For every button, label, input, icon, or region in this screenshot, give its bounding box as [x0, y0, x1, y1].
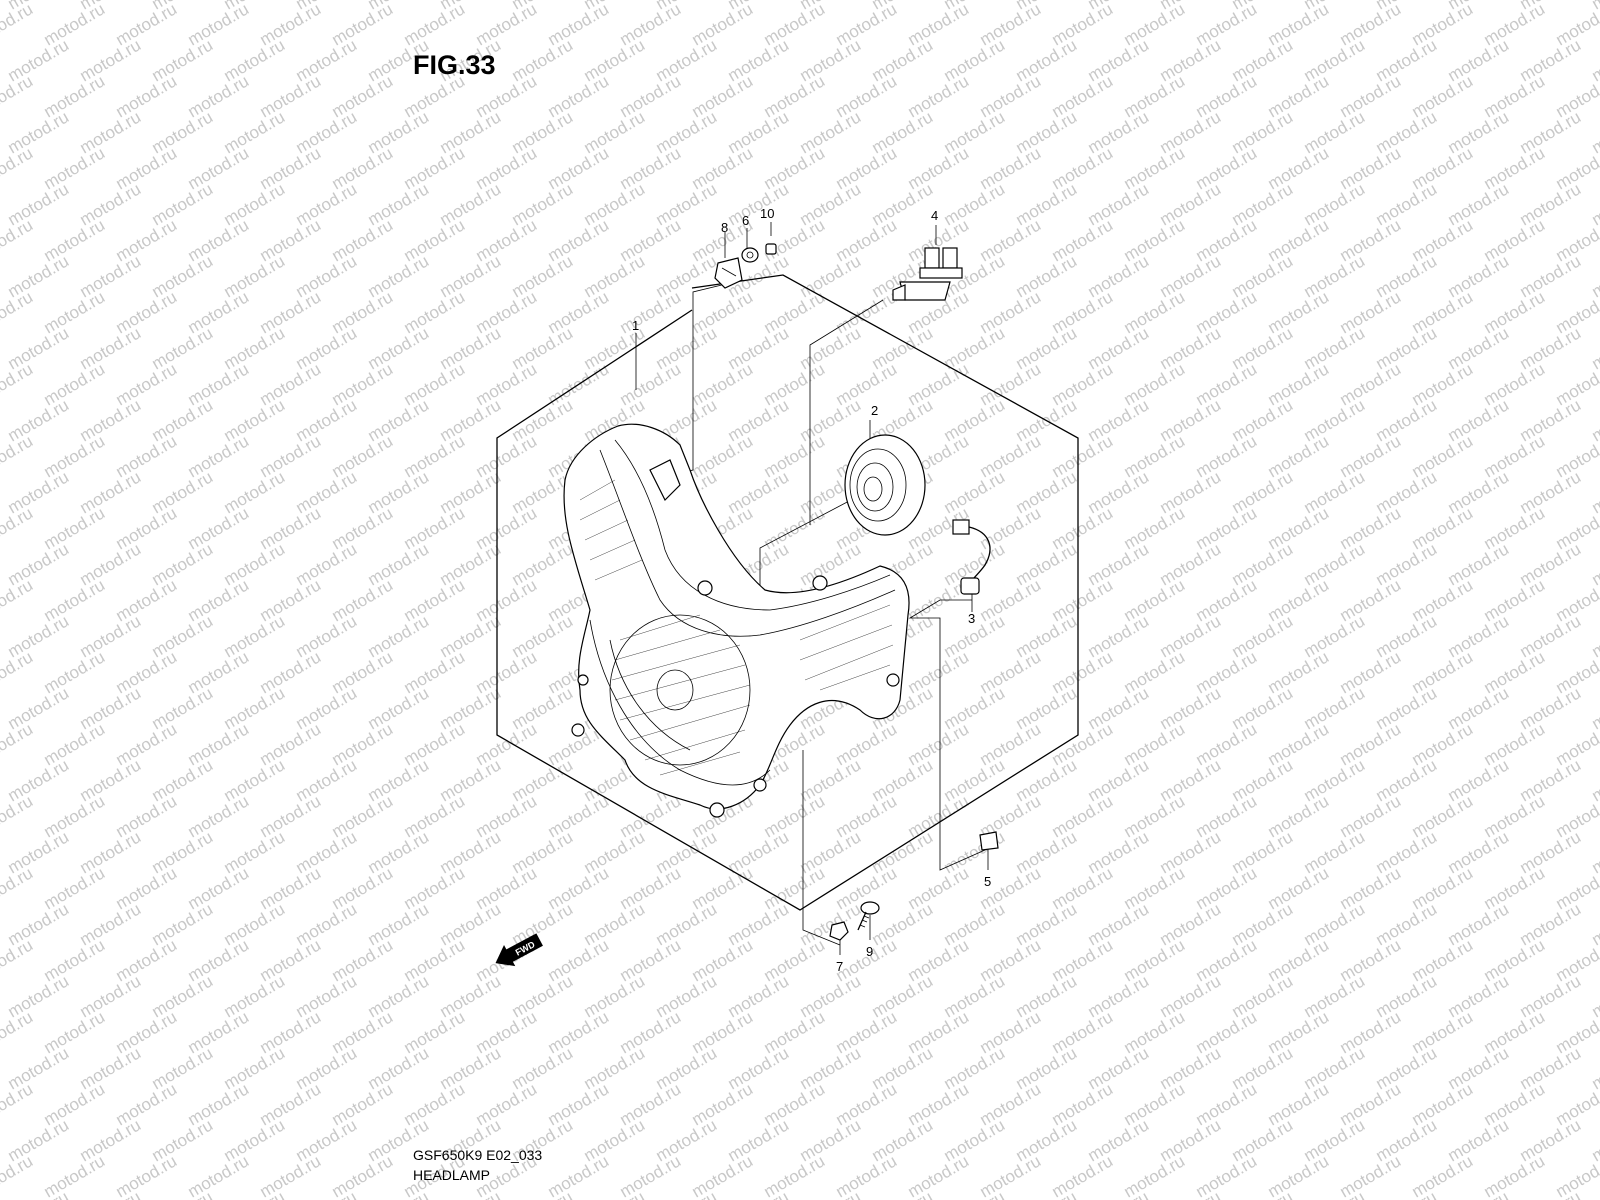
callout-6: 6: [742, 213, 749, 228]
callout-10: 10: [760, 206, 774, 221]
callout-9: 9: [866, 944, 873, 959]
headlamp-bulb: [892, 247, 963, 301]
callout-4: 4: [931, 208, 938, 223]
callout-3: 3: [968, 611, 975, 626]
figure-name: HEADLAMP: [413, 1167, 491, 1183]
forward-direction-marker: FWD: [495, 933, 543, 967]
callout-8: 8: [721, 220, 728, 235]
watermark-text: motod.ru: [1589, 0, 1600, 13]
washer: [741, 247, 759, 263]
callout-2: 2: [871, 403, 878, 418]
bulb-cover: [844, 434, 926, 536]
model-code: GSF650K9 E02_033: [413, 1147, 543, 1163]
nut: [829, 921, 849, 941]
position-bulb: [979, 831, 999, 851]
screw: [857, 901, 880, 931]
callout-1: 1: [632, 318, 639, 333]
small-nut: [765, 243, 777, 255]
callout-5: 5: [984, 874, 991, 889]
callout-7: 7: [836, 959, 843, 974]
position-lamp-socket: [952, 519, 991, 595]
